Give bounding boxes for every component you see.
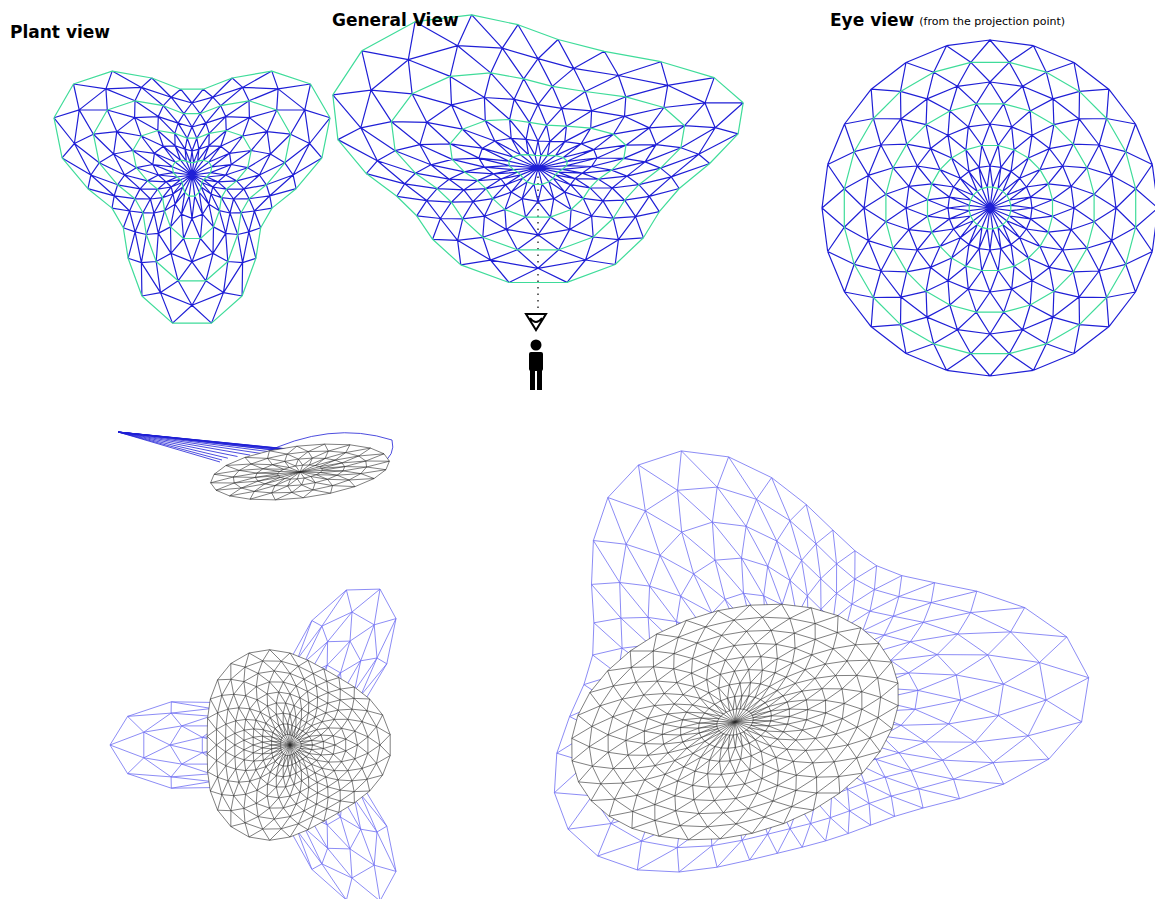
mesh-lines [207,650,390,841]
eye-symbol [526,314,546,330]
person-icon [529,340,543,391]
mesh-lines [333,15,743,283]
mesh-lines [110,589,396,899]
mesh-lines [822,40,1155,376]
mesh-lines [54,71,330,323]
mesh-lines [844,62,1135,353]
view-title: General View [332,10,459,30]
mesh-lines [211,444,390,500]
subtitle-note: (from the projection point) [919,15,1065,29]
mesh-backing [207,650,390,841]
mesh-backing [572,604,898,840]
mesh-group [54,15,1155,899]
mesh-lines [572,604,898,840]
projection-line [537,170,539,312]
mesh-lines [333,15,743,283]
mesh-lines [554,451,1088,872]
mesh-backing [211,444,390,500]
view-title: Plant view [10,22,110,42]
mesh-lines [54,71,330,323]
view-title: Eye view [830,10,914,30]
